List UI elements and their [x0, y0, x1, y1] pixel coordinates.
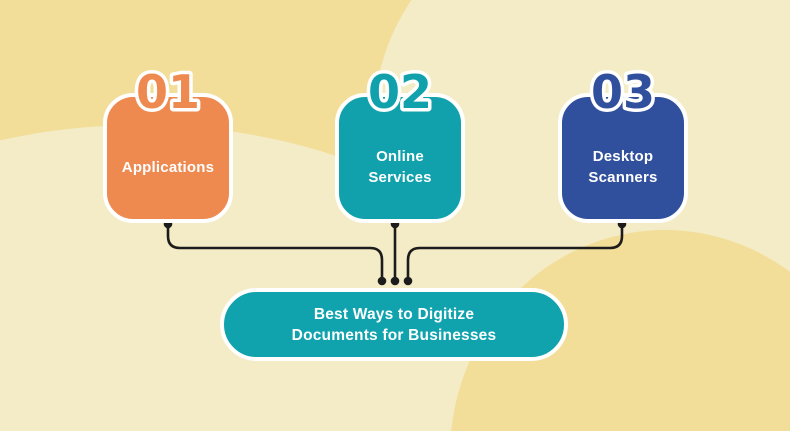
- card-desktop-scanners: 03 Desktop Scanners: [558, 62, 688, 223]
- card-label-line: Applications: [121, 158, 215, 176]
- card-applications: 01 Applications: [103, 62, 233, 223]
- card-label-applications: Applications: [107, 106, 229, 228]
- card-label-desktop-scanners: Desktop Scanners: [562, 106, 684, 228]
- summary-pill-line-1: Best Ways to Digitize: [313, 305, 475, 323]
- card-online-services: 02 Online Services: [335, 62, 465, 223]
- card-label-line: Scanners: [588, 169, 658, 186]
- card-number-badge-02: 02: [364, 62, 435, 123]
- card-number-badge-01: 01: [132, 62, 203, 123]
- card-number-badge-03: 03: [587, 62, 658, 123]
- card-number-03: 03: [591, 65, 655, 119]
- card-number-02: 02: [368, 65, 432, 119]
- card-label-line: Services: [368, 169, 432, 186]
- card-number-01: 01: [136, 65, 200, 119]
- summary-pill-line-2: Documents for Businesses: [291, 326, 497, 344]
- card-label-line: Desktop: [592, 148, 654, 165]
- card-label-line: Online: [376, 148, 424, 165]
- card-label-online-services: Online Services: [339, 106, 461, 228]
- summary-pill: Best Ways to Digitize Documents for Busi…: [220, 288, 568, 361]
